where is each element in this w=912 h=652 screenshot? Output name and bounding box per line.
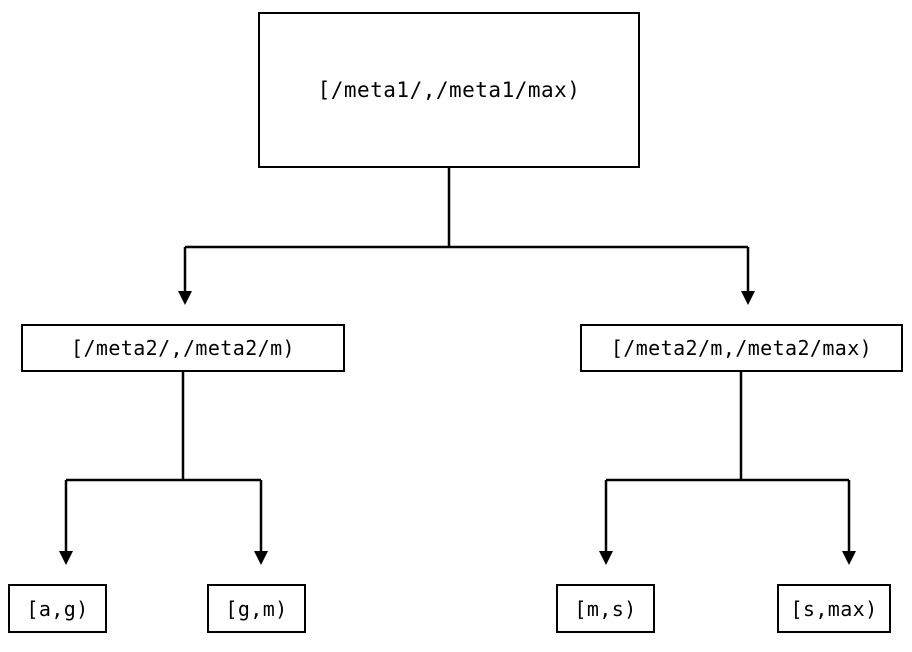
node-leaf-1[interactable]: [a,g) [8, 584, 107, 633]
arrowhead-to-leaf-4 [842, 551, 856, 565]
node-leaf-2[interactable]: [g,m) [207, 584, 306, 633]
node-root-label: [/meta1/,/meta1/max) [317, 77, 581, 102]
arrowhead-to-leaf-2 [254, 551, 268, 565]
node-mid-right-label: [/meta2/m,/meta2/max) [610, 336, 873, 360]
edge-root-to-mid-level [183, 168, 750, 291]
node-leaf-3[interactable]: [m,s) [556, 584, 655, 633]
node-leaf-2-label: [g,m) [225, 596, 288, 621]
arrowhead-to-leaf-3 [599, 551, 613, 565]
node-leaf-4-label: [s,max) [790, 596, 878, 621]
arrowhead-to-mid-right [741, 291, 755, 305]
edge-midright-to-leaves [604, 372, 851, 551]
arrowhead-to-leaf-1 [59, 551, 73, 565]
node-leaf-1-label: [a,g) [26, 596, 89, 621]
node-mid-left[interactable]: [/meta2/,/meta2/m) [21, 324, 345, 372]
node-mid-left-label: [/meta2/,/meta2/m) [71, 336, 295, 360]
node-leaf-4[interactable]: [s,max) [777, 584, 891, 633]
arrowhead-to-mid-left [178, 291, 192, 305]
node-mid-right[interactable]: [/meta2/m,/meta2/max) [580, 324, 903, 372]
edge-midleft-to-leaves [64, 372, 263, 551]
node-leaf-3-label: [m,s) [574, 596, 637, 621]
node-root[interactable]: [/meta1/,/meta1/max) [258, 12, 640, 168]
